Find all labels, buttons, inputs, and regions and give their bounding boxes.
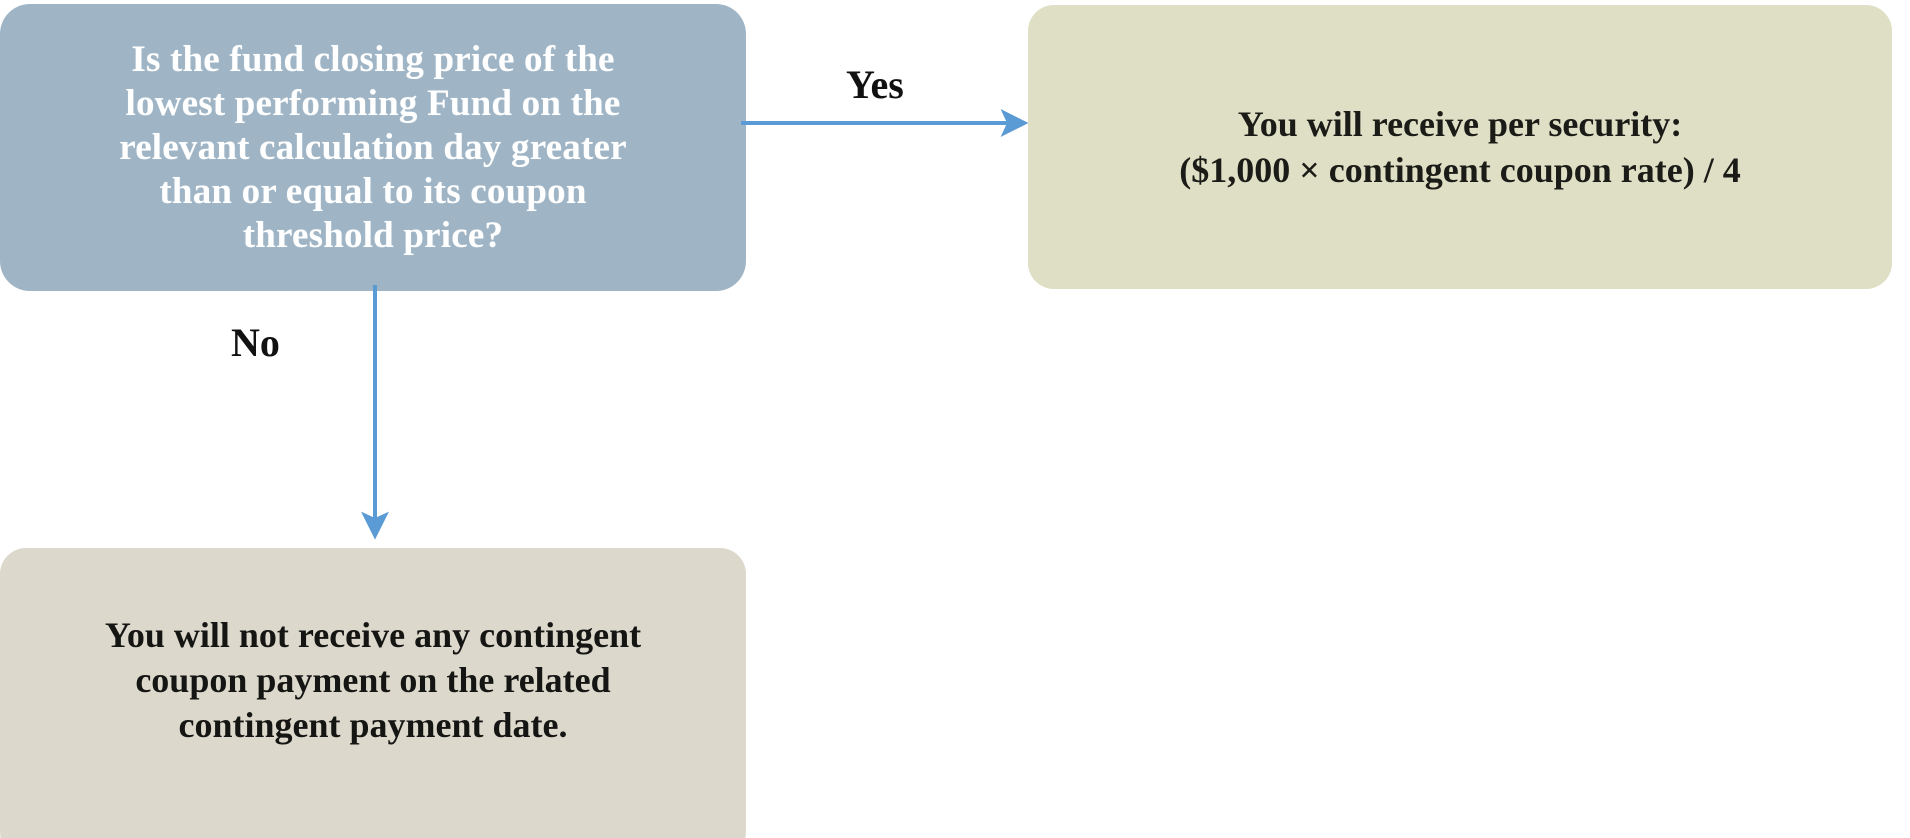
outcome-node-no-coupon-payment-text: You will not receive any contingent coup… [104, 614, 642, 745]
decision-node-fund-closing-price[interactable]: Is the fund closing price of the lowest … [0, 4, 746, 291]
outcome-node-coupon-payment-text: You will receive per security: ($1,000 ×… [1179, 104, 1741, 190]
outcome-node-coupon-payment[interactable]: You will receive per security: ($1,000 ×… [1028, 5, 1892, 289]
yes-arrow-connector [740, 100, 1040, 146]
no-arrow-connector [352, 284, 398, 552]
edge-label-yes: Yes [846, 62, 904, 107]
no-arrow-icon [361, 285, 389, 540]
decision-node-text: Is the fund closing price of the lowest … [119, 38, 627, 256]
edge-label-no: No [231, 320, 280, 365]
outcome-node-no-coupon-payment[interactable]: You will not receive any contingent coup… [0, 548, 746, 838]
yes-arrow-icon [741, 109, 1029, 137]
